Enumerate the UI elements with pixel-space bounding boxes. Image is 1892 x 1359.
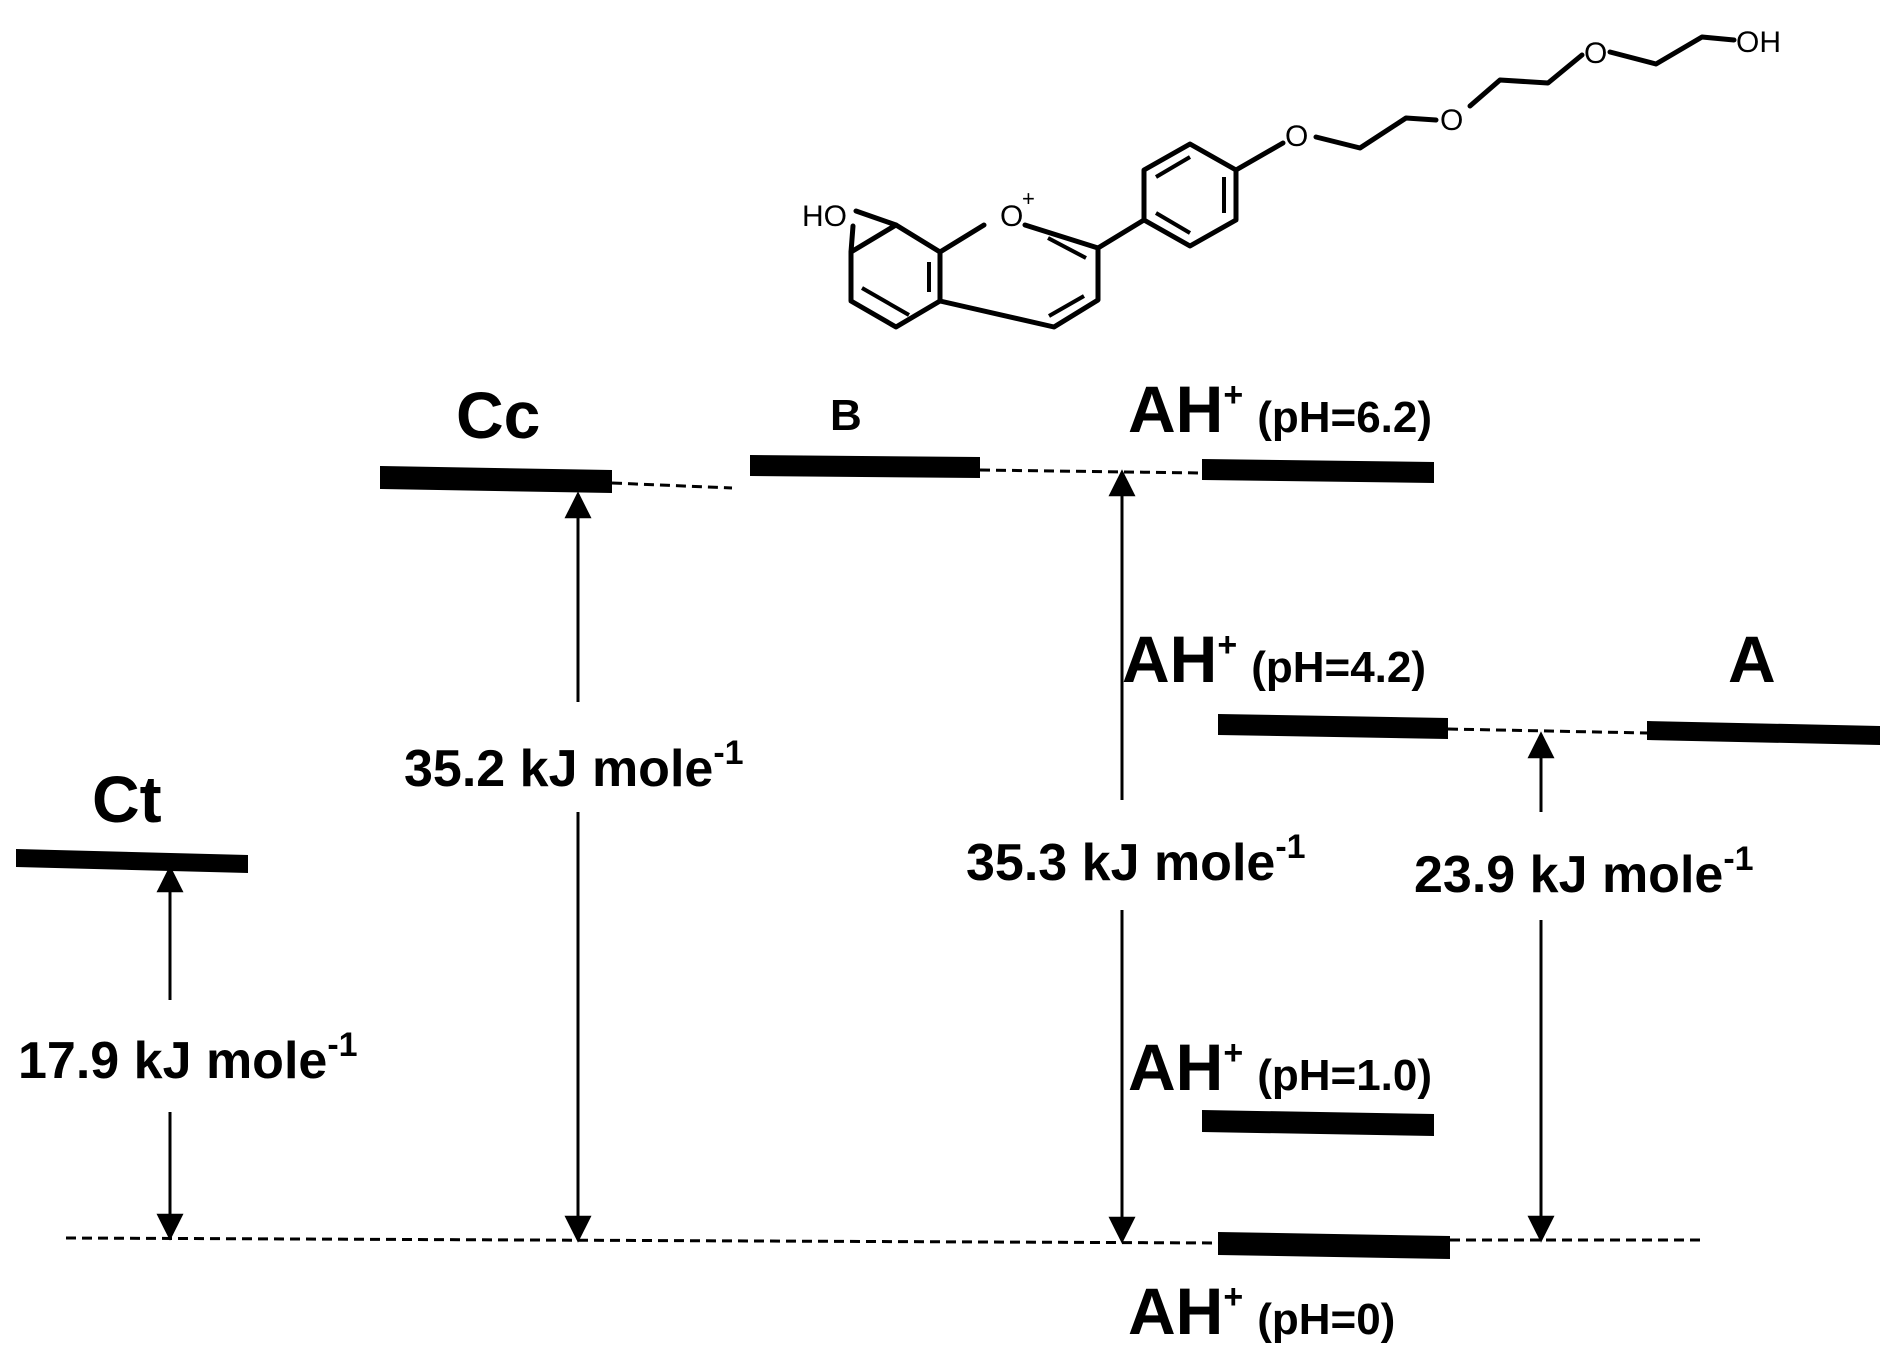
label-b: B xyxy=(830,391,862,440)
label-ah-42: AH+(pH=4.2) xyxy=(1122,622,1426,696)
level-bar-b xyxy=(750,455,980,478)
phenyl-ring xyxy=(1095,141,1239,251)
dash-b-ah62 xyxy=(979,468,1203,475)
atom-o1: O xyxy=(1285,120,1308,153)
atom-oh-right: OH xyxy=(1736,26,1781,59)
molecule-structure: HO O + O O O OH xyxy=(802,26,1781,330)
energy-levels xyxy=(16,455,1880,1259)
atom-plus-charge: + xyxy=(1022,186,1035,211)
energy-ah62: 35.3 kJ mole-1 xyxy=(966,828,1306,892)
label-ah-62: AH+(pH=6.2) xyxy=(1128,372,1432,446)
dash-ah42-a xyxy=(1447,727,1648,735)
atom-ho-left: HO xyxy=(802,200,847,233)
level-bar-ah-42 xyxy=(1218,714,1448,739)
label-ct: Ct xyxy=(92,762,162,836)
level-bar-cc xyxy=(380,466,612,493)
energy-ct: 17.9 kJ mole-1 xyxy=(18,1026,358,1090)
level-bar-ah-0 xyxy=(1218,1232,1450,1259)
ethylene-glycol-chain xyxy=(1233,34,1737,173)
dash-cc-b xyxy=(611,481,733,490)
energy-arrows xyxy=(156,469,1555,1244)
energy-a: 23.9 kJ mole-1 xyxy=(1414,840,1754,904)
label-ah-10: AH+(pH=1.0) xyxy=(1128,1030,1432,1104)
label-a: A xyxy=(1728,622,1776,696)
level-labels: Cc B AH+(pH=6.2) AH+(pH=4.2) A Ct AH+(pH… xyxy=(92,372,1776,1348)
level-bar-ah-62 xyxy=(1202,459,1434,483)
atom-o2: O xyxy=(1440,104,1463,137)
label-ah-0: AH+(pH=0) xyxy=(1128,1274,1395,1348)
energy-labels: 35.2 kJ mole-1 35.3 kJ mole-1 23.9 kJ mo… xyxy=(18,734,1754,1090)
energy-cc: 35.2 kJ mole-1 xyxy=(404,734,744,798)
dashed-connectors xyxy=(65,468,1702,1245)
baseline-dash-left xyxy=(65,1236,1219,1245)
level-bar-ct xyxy=(16,849,248,873)
label-cc: Cc xyxy=(456,378,540,452)
level-bar-a xyxy=(1647,721,1880,745)
atom-o-plus: O xyxy=(1000,200,1023,233)
level-bar-ah-10 xyxy=(1202,1110,1434,1136)
atom-o3: O xyxy=(1584,37,1607,70)
benzopyrylium-core xyxy=(848,208,1101,330)
